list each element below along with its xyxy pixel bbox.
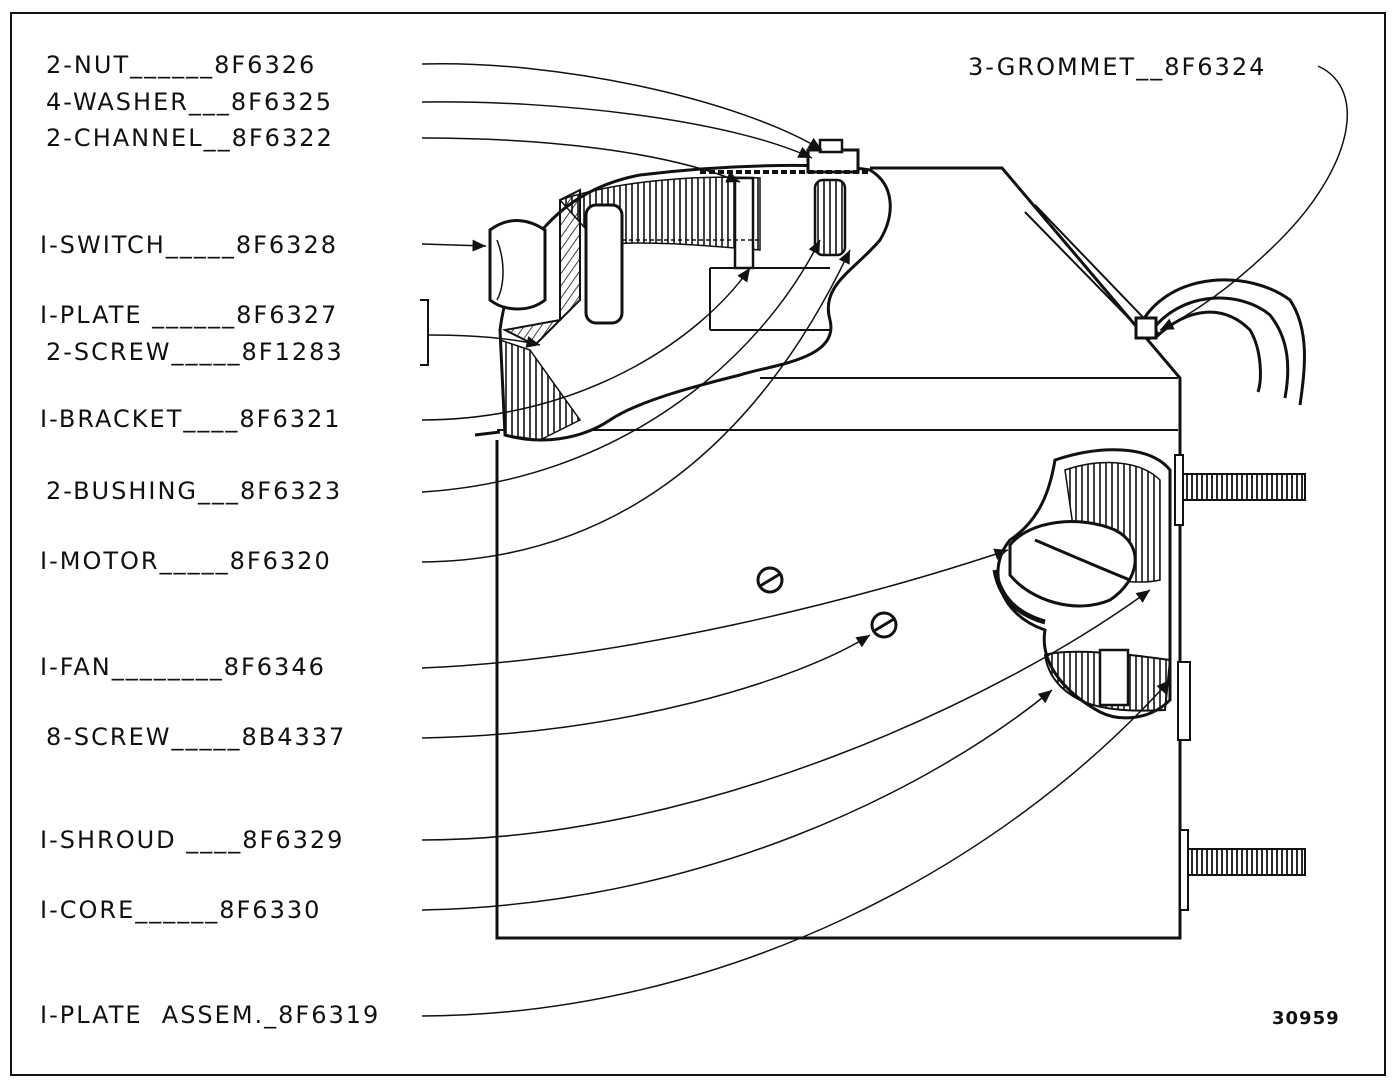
leader-bracket xyxy=(421,267,751,421)
grommet-wires xyxy=(1134,278,1306,406)
label-switch: I-SWITCH_____8F6328 xyxy=(40,231,338,259)
housing xyxy=(495,166,1182,940)
leader-switch xyxy=(421,239,487,252)
leader-screw8 xyxy=(421,634,871,739)
label-plate: I-PLATE ______8F6327 xyxy=(40,301,339,329)
leader-shroud xyxy=(421,589,1151,841)
diagram-border xyxy=(10,12,1386,1076)
label-screw-2: 2-SCREW_____8F1283 xyxy=(46,338,344,366)
leader-fan xyxy=(421,548,1009,669)
motor-cutaway xyxy=(474,138,892,442)
label-plate-assem: I-PLATE ASSEM._8F6319 xyxy=(40,1001,381,1029)
label-grommet: 3-GROMMET__8F6324 xyxy=(968,53,1267,81)
label-motor: I-MOTOR_____8F6320 xyxy=(40,547,332,575)
label-bracket: I-BRACKET____8F6321 xyxy=(40,405,342,433)
leader-channel xyxy=(421,137,741,183)
leader-nut xyxy=(421,62,823,151)
leader-plate-assem xyxy=(421,679,1171,1017)
plate-screw-bracket xyxy=(420,299,429,366)
label-screw-8: 8-SCREW_____8B4337 xyxy=(46,723,347,751)
leader-core xyxy=(421,689,1053,911)
label-washer: 4-WASHER___8F6325 xyxy=(46,88,334,116)
label-core: I-CORE______8F6330 xyxy=(40,896,322,924)
label-channel: 2-CHANNEL__8F6322 xyxy=(46,124,334,152)
leader-motor xyxy=(421,249,851,563)
leader-grommet xyxy=(1159,65,1349,331)
catalog-number: 30959 xyxy=(1272,1008,1340,1029)
label-shroud: I-SHROUD ____8F6329 xyxy=(40,826,345,854)
mounting-studs xyxy=(1174,454,1306,911)
label-nut: 2-NUT______8F6326 xyxy=(46,51,317,79)
screw-heads xyxy=(756,566,898,639)
leader-plate xyxy=(427,334,541,348)
leader-washer xyxy=(421,101,813,159)
label-fan: I-FAN________8F6346 xyxy=(40,653,326,681)
leader-bushing xyxy=(421,239,821,493)
label-bushing: 2-BUSHING___8F6323 xyxy=(46,477,343,505)
fan-cutaway xyxy=(992,448,1172,720)
leader-lines xyxy=(420,62,1349,1017)
